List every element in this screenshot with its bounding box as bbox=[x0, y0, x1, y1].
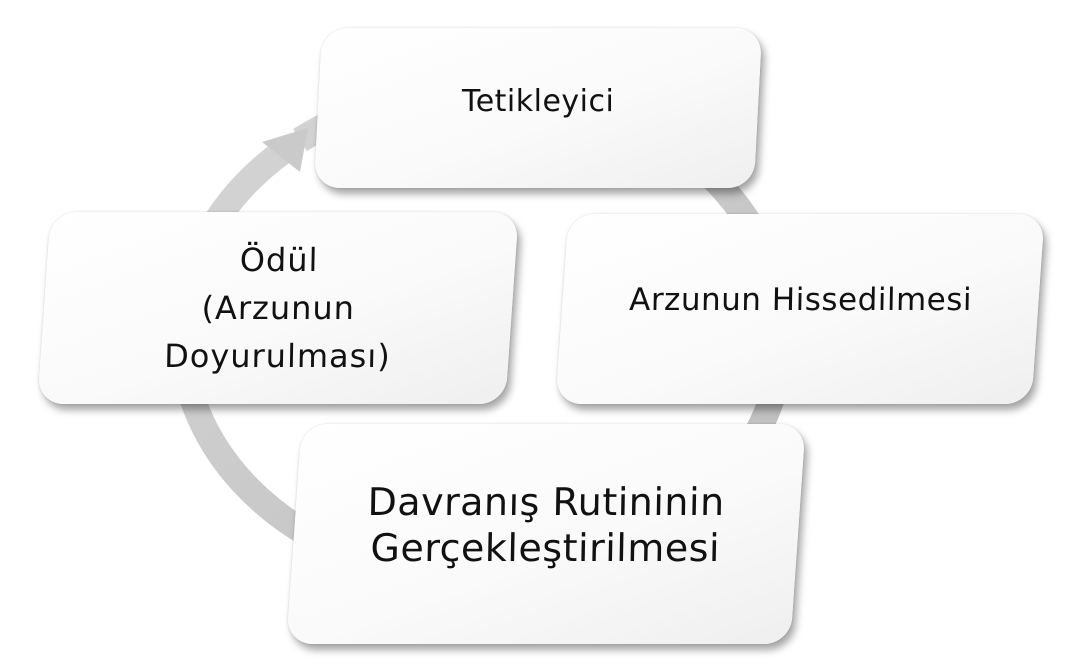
node-routine-line: Davranış Rutininin bbox=[367, 480, 726, 524]
node-routine-line: Gerçekleştirilmesi bbox=[370, 526, 721, 570]
node-trigger: Tetikleyici bbox=[313, 28, 763, 188]
node-routine: Davranış Rutininin Gerçekleştirilmesi bbox=[286, 424, 806, 644]
node-craving: Arzunun Hissedilmesi bbox=[555, 214, 1045, 404]
node-craving-label: Arzunun Hissedilmesi bbox=[628, 282, 972, 318]
node-trigger-label: Tetikleyici bbox=[461, 83, 615, 119]
cycle-arrowhead bbox=[262, 128, 308, 172]
node-reward-line: (Arzunun bbox=[200, 289, 356, 327]
node-reward: Ödül (Arzunun Doyurulması) bbox=[37, 212, 519, 404]
node-reward-line: Ödül bbox=[239, 241, 319, 279]
node-reward-line: Doyurulması) bbox=[163, 337, 391, 375]
